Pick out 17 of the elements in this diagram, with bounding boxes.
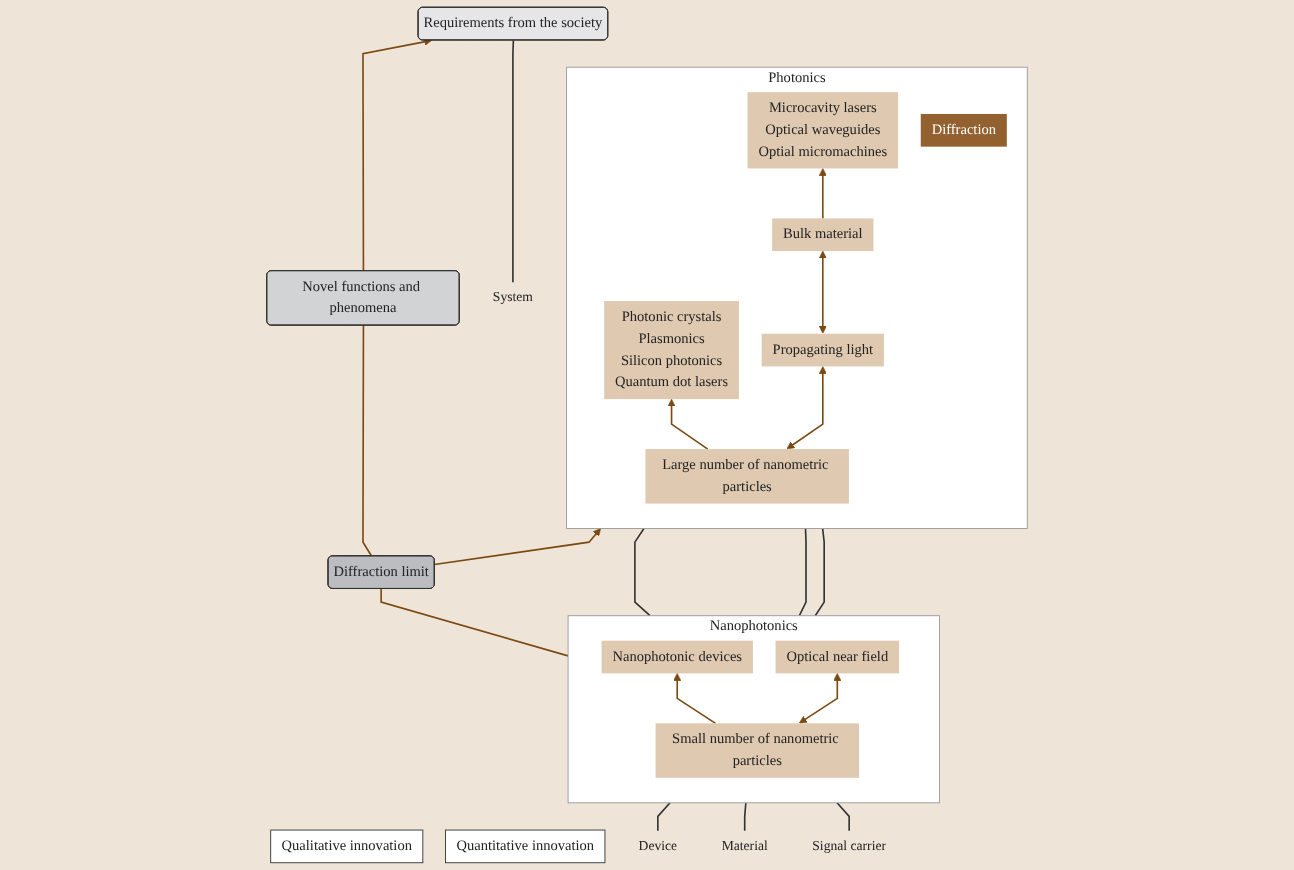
arrow	[433, 528, 601, 566]
arrow	[818, 168, 827, 220]
connector	[657, 802, 671, 832]
arrow	[798, 673, 842, 724]
connector	[743, 802, 747, 832]
connector	[512, 39, 515, 284]
arrow	[667, 398, 709, 450]
arrow	[362, 37, 432, 272]
arrow	[673, 673, 717, 725]
arrow	[786, 366, 827, 450]
connector	[362, 324, 373, 558]
connector	[380, 587, 569, 657]
connector	[814, 527, 825, 617]
arrow	[818, 250, 827, 334]
connector	[836, 802, 850, 832]
connector	[634, 527, 651, 617]
connector	[798, 527, 807, 617]
